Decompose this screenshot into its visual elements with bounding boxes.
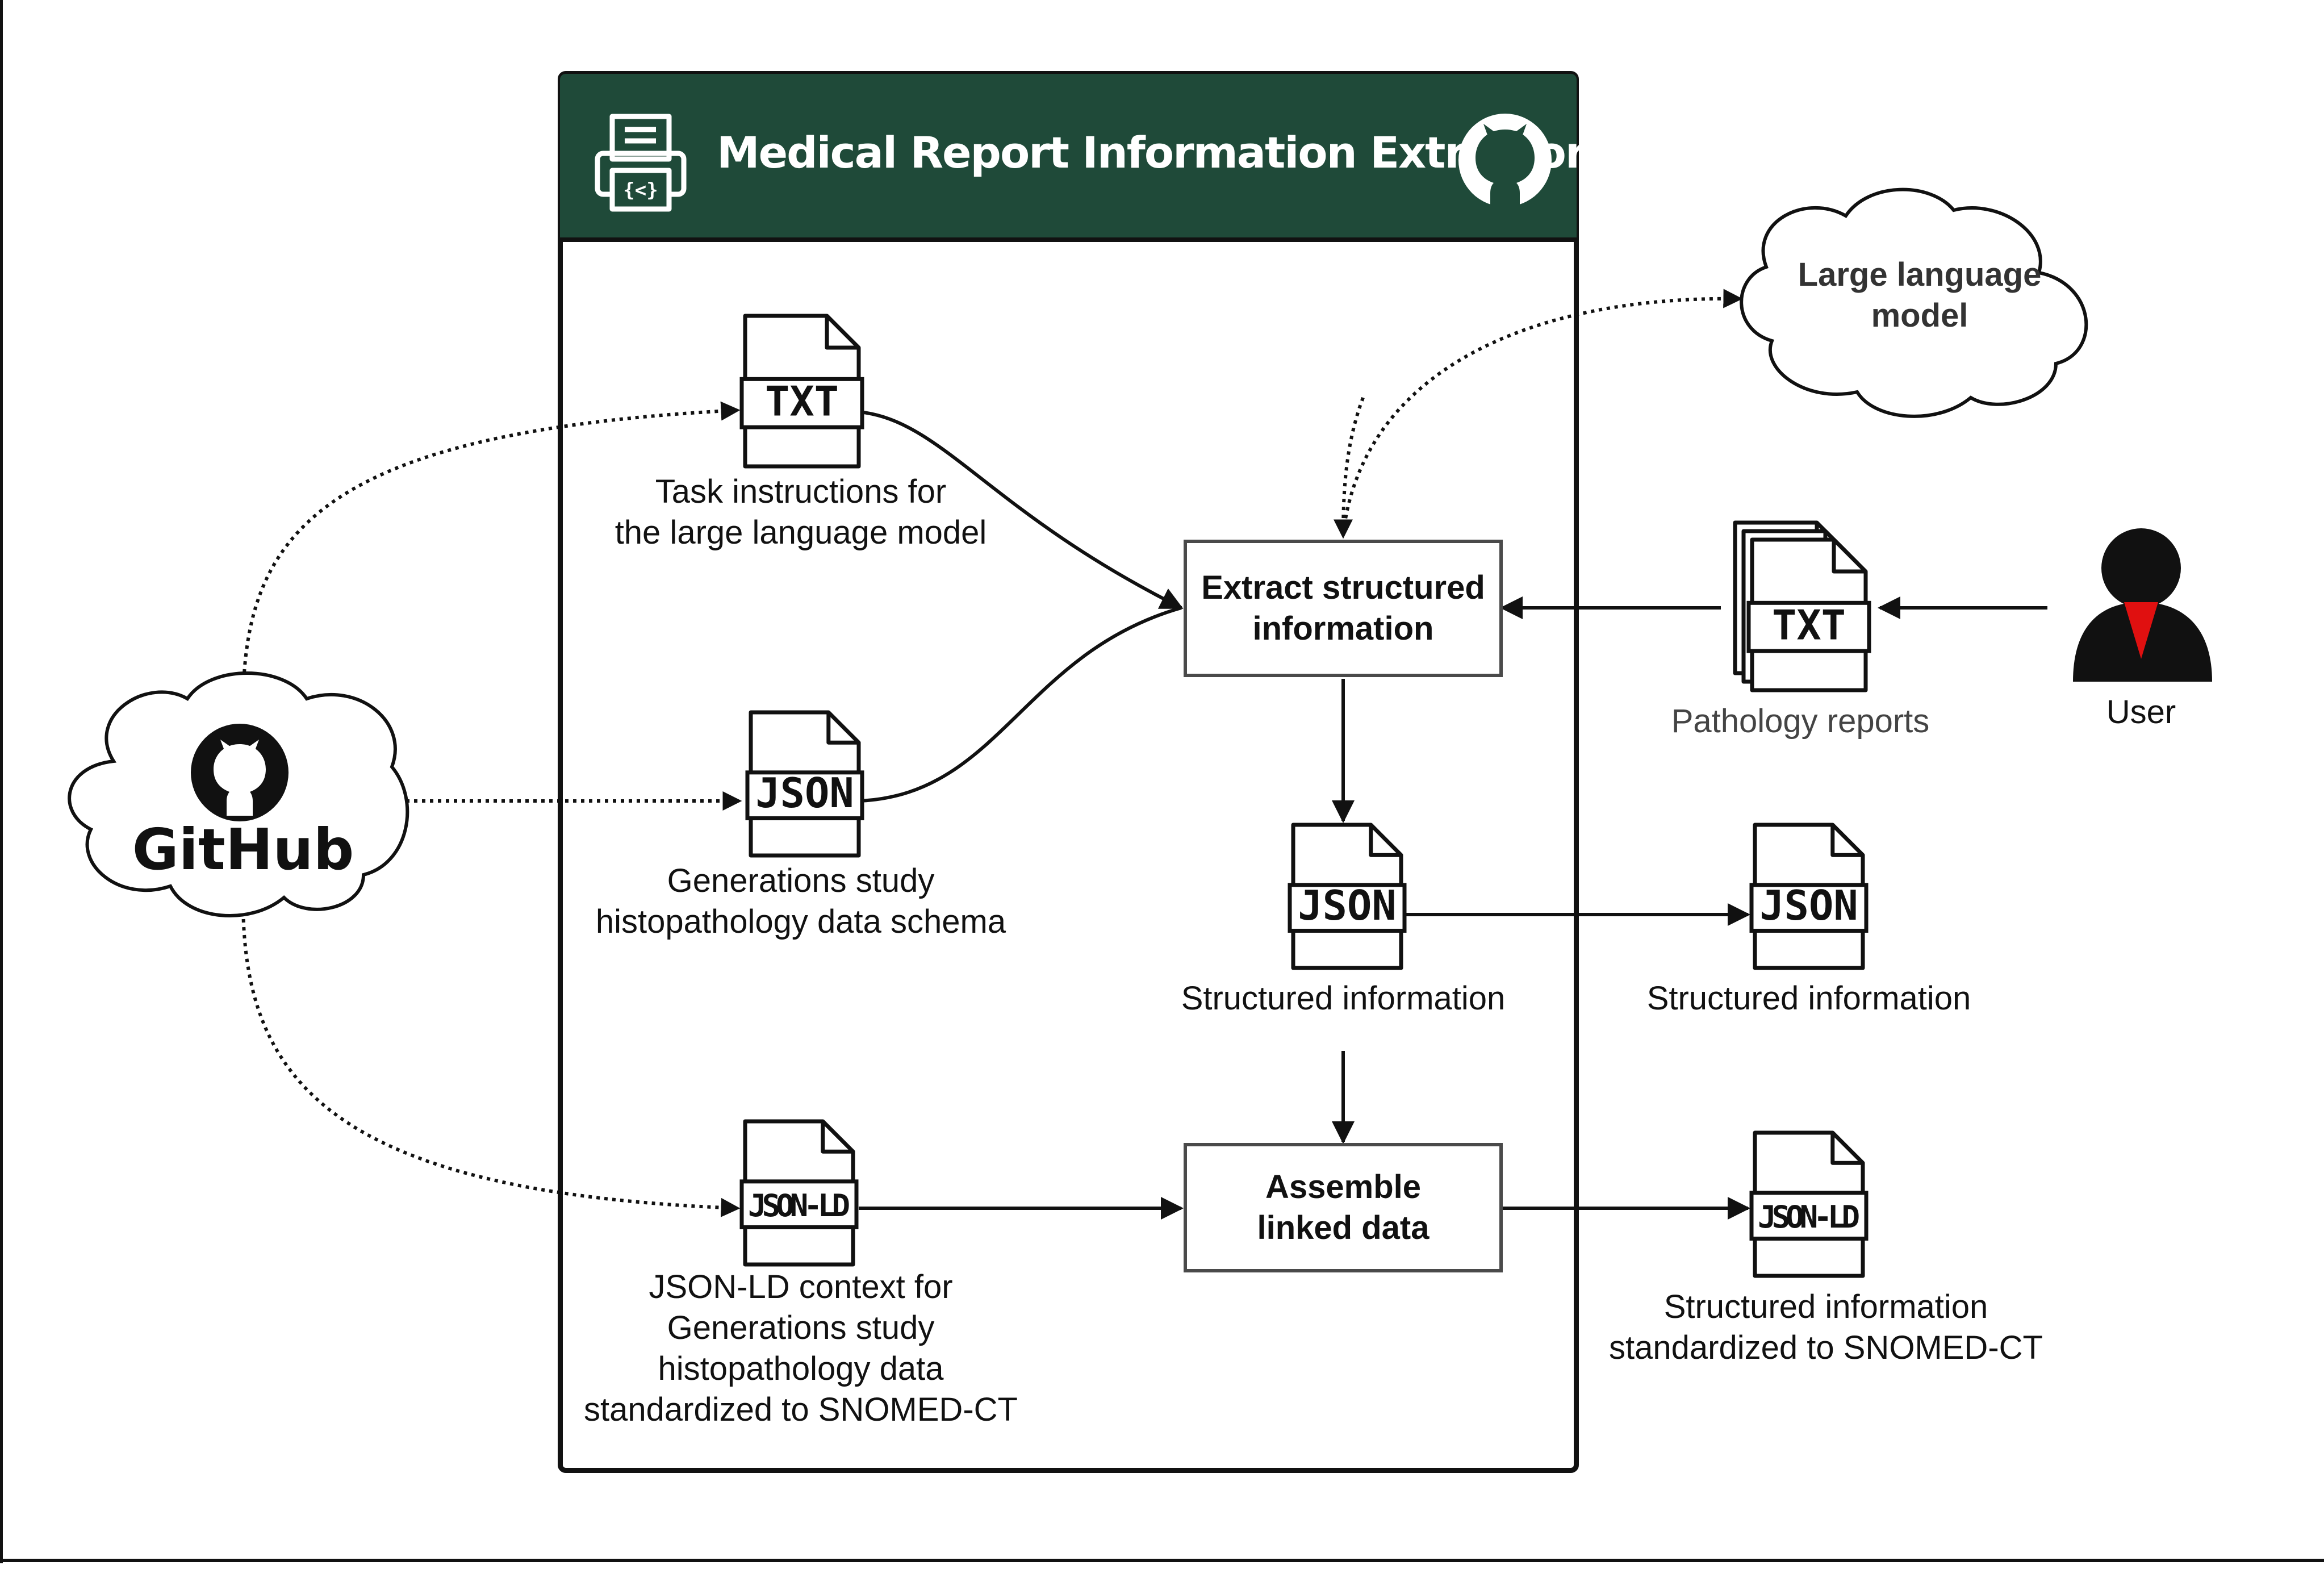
frame-bottom-border [0,1559,2324,1562]
jsonld-context-caption: JSON-LD context for Generations study hi… [584,1268,1018,1428]
github-cloud: GitHub [68,671,409,918]
extractor-header-bar [560,74,1577,242]
extract-step-label: Extract structured information [1201,569,1485,647]
jsonld-file-icon: JSON-LD [739,1119,859,1267]
extractor-container [558,71,1579,1473]
assemble-step-label: Assemble linked data [1257,1168,1429,1246]
pathology-reports-icon-type-label: TXT [1772,602,1846,649]
pathology-reports-icon: TXT [1733,520,1871,692]
task-instructions-caption: Task instructions for the large language… [615,473,987,551]
llm-label: Large language model [1798,256,2042,334]
structured-info-outer-caption: Structured information [1646,980,1971,1017]
user-icon [2073,528,2212,682]
txt-file-icon: TXT [739,314,864,469]
extract-step: Extract structured information [1184,540,1503,677]
printer-schema-icon: {<} [595,114,687,212]
pathology-reports-caption: Pathology reports [1671,703,1930,740]
json-export-icon: JSON [1749,823,1869,970]
json-file-icon-type-label: JSON [755,769,854,817]
json-output-icon-type-label: JSON [1298,882,1396,929]
jsonld-output-icon: JSON-LD [1749,1130,1869,1278]
frame-left-border [0,0,3,1563]
json-export-icon-type-label: JSON [1759,882,1858,929]
snomed-output-caption: Structured information standardized to S… [1609,1288,2043,1366]
jsonld-file-icon-type-label: JSON-LD [748,1188,850,1224]
github-octocat-icon [1458,114,1552,209]
json-file-icon: JSON [745,710,864,858]
llm-cloud [1740,187,2088,418]
svg-text:{<}: {<} [623,179,658,202]
json-output-icon: JSON [1288,823,1407,970]
github-label: GitHub [132,816,354,883]
app-title: Medical Report Information Extractor [717,127,1586,178]
schema-caption: Generations study histopathology data sc… [595,862,1006,940]
jsonld-output-icon-type-label: JSON-LD [1758,1199,1860,1235]
structured-info-inner-caption: Structured information [1181,980,1506,1017]
txt-file-icon-type-label: TXT [765,378,839,425]
assemble-step: Assemble linked data [1184,1143,1503,1272]
user-label: User [2106,694,2176,731]
